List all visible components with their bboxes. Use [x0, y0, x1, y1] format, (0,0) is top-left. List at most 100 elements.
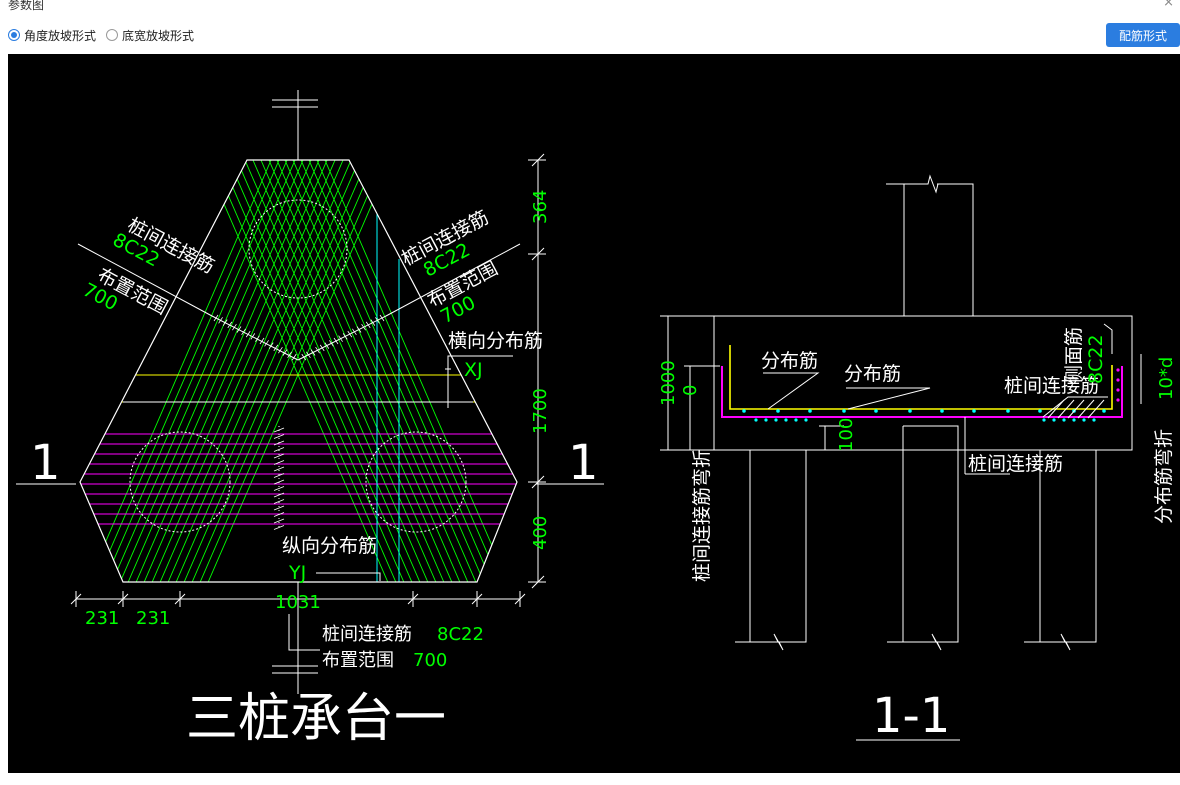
tick-mark — [365, 321, 371, 329]
tick-mark — [282, 349, 288, 356]
plan-rebar-fill — [80, 160, 517, 582]
tick-mark — [273, 447, 285, 452]
green-rebar — [98, 160, 295, 582]
label-bottom-range-value: 700 — [413, 650, 447, 671]
tick-mark — [245, 330, 251, 338]
tick-mark — [333, 337, 339, 345]
tick-mark — [370, 319, 376, 326]
rebar-dot — [874, 409, 878, 413]
plan-view: 1 1 桩间连接筋 8C22 布置范围 700 桩间连接筋 8C22 布置范围 … — [16, 90, 604, 749]
tick-mark — [250, 333, 256, 340]
close-icon[interactable]: × — [1163, 0, 1174, 10]
rebar-dot — [1116, 368, 1120, 372]
rebar-dot — [794, 418, 798, 422]
label-longitudinal: 纵向分布筋 — [282, 535, 377, 557]
tick-mark — [278, 346, 283, 354]
tick-mark — [273, 505, 285, 511]
green-rebar — [162, 160, 359, 582]
leader-yj — [316, 572, 381, 581]
label-bottom-range: 布置范围 — [322, 650, 394, 671]
rebar-dot — [754, 418, 758, 422]
green-rebar — [178, 160, 375, 582]
rebar-dot — [1042, 418, 1046, 422]
label-pile-conn-bottom: 桩间连接筋 — [968, 453, 1063, 475]
rebar-dot — [908, 409, 912, 413]
label-xj: XJ — [464, 359, 483, 381]
config-rebar-button[interactable]: 配筋形式 — [1106, 23, 1180, 47]
tick-mark — [306, 351, 311, 359]
tick-mark — [319, 344, 325, 352]
tick-mark — [329, 340, 334, 347]
tick-mark — [273, 434, 285, 439]
rebar-dot — [784, 418, 788, 422]
dim-right-364: 364 — [530, 190, 551, 224]
tick-mark — [268, 342, 274, 349]
label-yj: YJ — [288, 562, 306, 584]
leader-dist-1 — [763, 372, 820, 410]
tick-mark — [259, 337, 265, 345]
green-rebar — [317, 160, 514, 582]
rebar-dot — [1072, 418, 1076, 422]
rebar-dot — [774, 418, 778, 422]
green-rebar — [285, 160, 482, 582]
tick-mark — [356, 326, 362, 333]
label-pile-conn-section: 桩间连接筋 — [1004, 375, 1099, 397]
label-side-value: 8C22 — [1085, 334, 1107, 384]
dim-bottom-1031: 1031 — [275, 592, 321, 613]
tick-mark — [324, 342, 330, 349]
label-bottom-pile-conn-value: 8C22 — [437, 624, 484, 645]
rebar-dot — [940, 409, 944, 413]
green-rebar — [138, 160, 335, 582]
pile-left — [749, 450, 807, 651]
tick-mark — [273, 466, 285, 472]
tick-mark — [264, 340, 269, 347]
leader-dist-2 — [846, 387, 931, 410]
green-rebar — [213, 160, 410, 582]
radio-unselected-icon — [106, 29, 118, 41]
window-title: 参数图 — [8, 0, 45, 12]
yellow-distribution-rebar — [729, 345, 1113, 410]
magenta-rebar-lines — [80, 433, 517, 525]
dim-0: 0 — [680, 385, 701, 396]
label-side: 侧面筋 — [1063, 327, 1085, 384]
dim-right-1700: 1700 — [530, 388, 551, 434]
tick-mark — [273, 499, 285, 504]
tick-mark — [213, 314, 219, 322]
section-cap — [713, 315, 1133, 451]
plan-title: 三桩承台一 — [186, 689, 446, 749]
drawing-canvas: 1 1 桩间连接筋 8C22 布置范围 700 桩间连接筋 8C22 布置范围 … — [8, 54, 1180, 773]
tick-mark — [241, 328, 246, 336]
tick-mark — [291, 353, 297, 361]
green-rebar — [245, 160, 442, 582]
tick-mark — [361, 323, 366, 331]
green-rebar — [194, 160, 391, 582]
rebar-dot — [764, 418, 768, 422]
tick-mark — [273, 518, 285, 524]
dim-1000: 1000 — [658, 360, 679, 406]
rebar-dot — [1102, 409, 1106, 413]
leader-right — [297, 243, 521, 361]
tick-mark — [273, 453, 285, 459]
rebar-dot — [1062, 418, 1066, 422]
radio-angle-slope[interactable]: 角度放坡形式 — [8, 27, 96, 43]
green-rebar — [82, 160, 279, 582]
dim-100: 100 — [836, 418, 857, 452]
green-rebar — [253, 160, 450, 582]
radio-selected-icon — [8, 29, 20, 41]
section-mark-right: 1 — [568, 435, 599, 491]
radio-angle-slope-label: 角度放坡形式 — [24, 28, 97, 43]
green-rebar — [122, 160, 319, 582]
rebar-dot — [1116, 398, 1120, 402]
leader-xj — [447, 355, 513, 408]
radio-width-slope[interactable]: 底宽放坡形式 — [106, 27, 194, 43]
label-left-bend: 桩间连接筋弯折 — [691, 449, 713, 582]
green-rebar — [237, 160, 434, 582]
green-rebar — [277, 160, 474, 582]
green-rebar — [146, 160, 343, 582]
green-rebar — [186, 160, 383, 582]
green-rebar — [202, 160, 399, 582]
leader-pile-conn — [1042, 396, 1108, 418]
rebar-dot — [804, 418, 808, 422]
pile-mid — [902, 425, 959, 651]
dim-bottom-231-b: 231 — [136, 608, 170, 629]
